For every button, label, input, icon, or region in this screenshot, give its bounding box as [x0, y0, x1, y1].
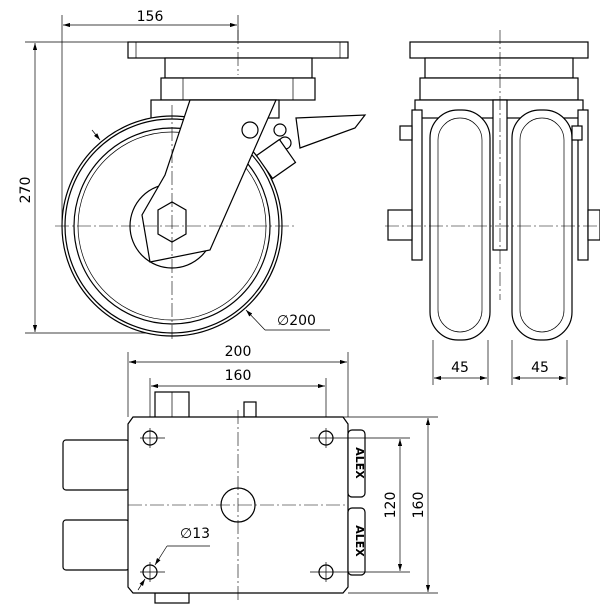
dim-bolt-hole-diameter: ∅13 [180, 526, 210, 542]
dim-wheel-width-right: 45 [531, 360, 549, 376]
brand-label-top: ALEX [353, 447, 366, 479]
dim-wheel-diameter: ∅200 [277, 313, 316, 329]
dim-plate-length: 200 [225, 344, 252, 360]
top-view: 200 160 ALEX ALEX 120 160 ∅13 [62, 344, 438, 604]
side-view: 156 270 ∅200 [18, 9, 367, 340]
brand-label-bottom: ALEX [353, 525, 366, 557]
dim-overall-height: 270 [18, 177, 34, 204]
brake-pedal [295, 114, 367, 149]
dim-plate-width: 160 [411, 492, 427, 519]
front-view: 45 45 [385, 30, 600, 385]
dim-wheel-width-left: 45 [451, 360, 469, 376]
dim-bolt-spacing-width: 120 [383, 492, 399, 519]
dim-bolt-spacing-length: 160 [225, 368, 252, 384]
dim-swivel-offset: 156 [137, 9, 164, 25]
